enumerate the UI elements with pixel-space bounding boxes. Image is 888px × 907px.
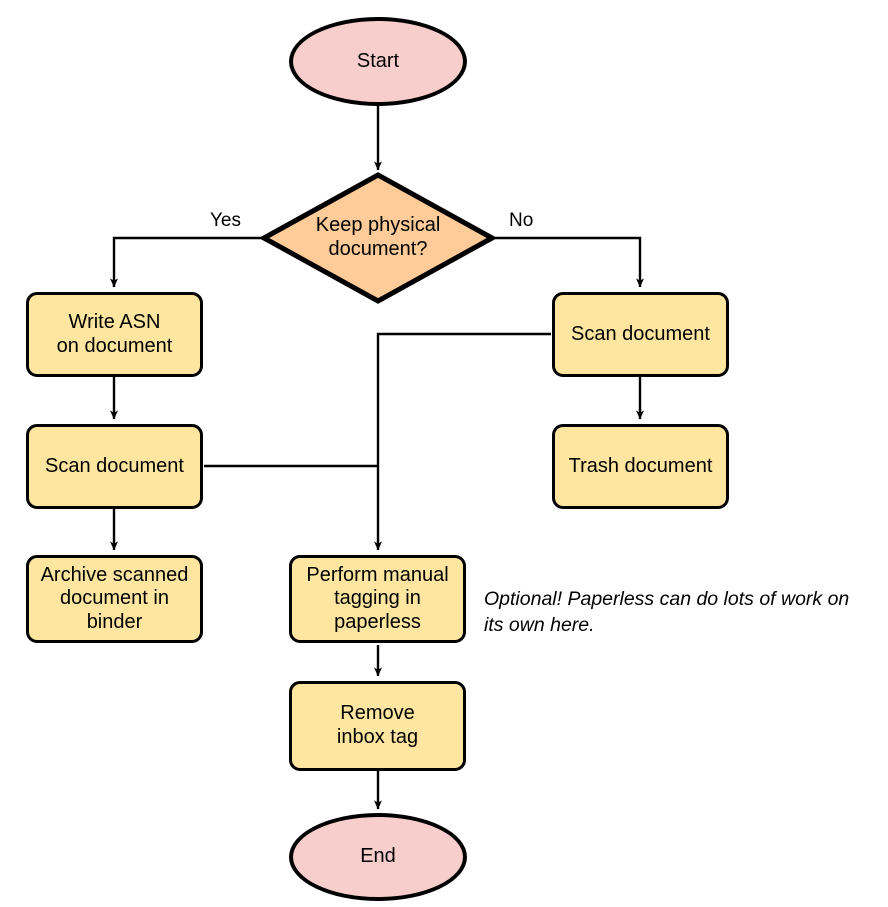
- node-end[interactable]: End: [289, 813, 467, 901]
- edge-label-yes: Yes: [210, 210, 241, 231]
- node-scan-document-left[interactable]: Scan document: [26, 424, 203, 509]
- node-end-label: End: [360, 845, 396, 868]
- node-scan-document-right-label: Scan document: [571, 322, 710, 345]
- edge-decision-to-write-asn: [110, 236, 263, 288]
- node-write-asn-on-document-label: Write ASN on document: [56, 310, 173, 357]
- edge-decision-to-scan-right: [493, 236, 644, 288]
- node-scan-document-left-label: Scan document: [45, 454, 184, 477]
- node-write-asn-on-document[interactable]: Write ASN on document: [26, 292, 203, 377]
- edge-label-no: No: [509, 210, 534, 231]
- node-archive-scanned-document[interactable]: Archive scanned document in binder: [26, 555, 203, 643]
- edge-scan-right-to-tagging: [374, 332, 551, 551]
- node-keep-physical-document-label: Keep physical document?: [315, 214, 441, 260]
- node-trash-document[interactable]: Trash document: [552, 424, 729, 509]
- node-keep-physical-document[interactable]: Keep physical document?: [261, 172, 495, 304]
- annotation-optional-note: Optional! Paperless can do lots of work …: [484, 588, 850, 636]
- node-perform-manual-tagging[interactable]: Perform manual tagging in paperless: [289, 555, 466, 643]
- node-scan-document-right[interactable]: Scan document: [552, 292, 729, 377]
- node-trash-document-label: Trash document: [568, 454, 713, 477]
- node-perform-manual-tagging-label: Perform manual tagging in paperless: [306, 563, 449, 633]
- node-remove-inbox-tag[interactable]: Remove inbox tag: [289, 681, 466, 771]
- node-remove-inbox-tag-label: Remove inbox tag: [336, 702, 419, 748]
- node-archive-scanned-document-label: Archive scanned document in binder: [40, 563, 189, 633]
- node-start-label: Start: [356, 49, 400, 72]
- node-start[interactable]: Start: [289, 17, 467, 106]
- diamond-shape: [261, 172, 495, 304]
